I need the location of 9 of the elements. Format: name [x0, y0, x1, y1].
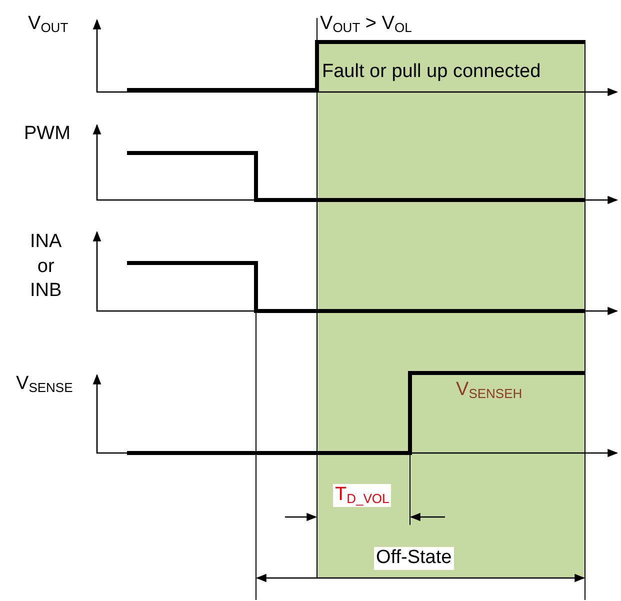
signal-name: V$_{SENSE}$: [16, 374, 73, 395]
signal-name: V$_{OUT}$: [28, 14, 68, 35]
duration-label: Off-State: [374, 547, 454, 570]
delay-label: T$_{D_VOL}$: [333, 484, 392, 507]
level-label: V$_{SENSEH}$: [456, 380, 522, 401]
condition-label: V$_{OUT}$ > V$_{OL}$: [320, 14, 412, 35]
signal-name: INA or INB: [30, 230, 62, 304]
annotation-text: Fault or pull up connected: [322, 62, 541, 83]
signal-name: PWM: [24, 124, 70, 145]
